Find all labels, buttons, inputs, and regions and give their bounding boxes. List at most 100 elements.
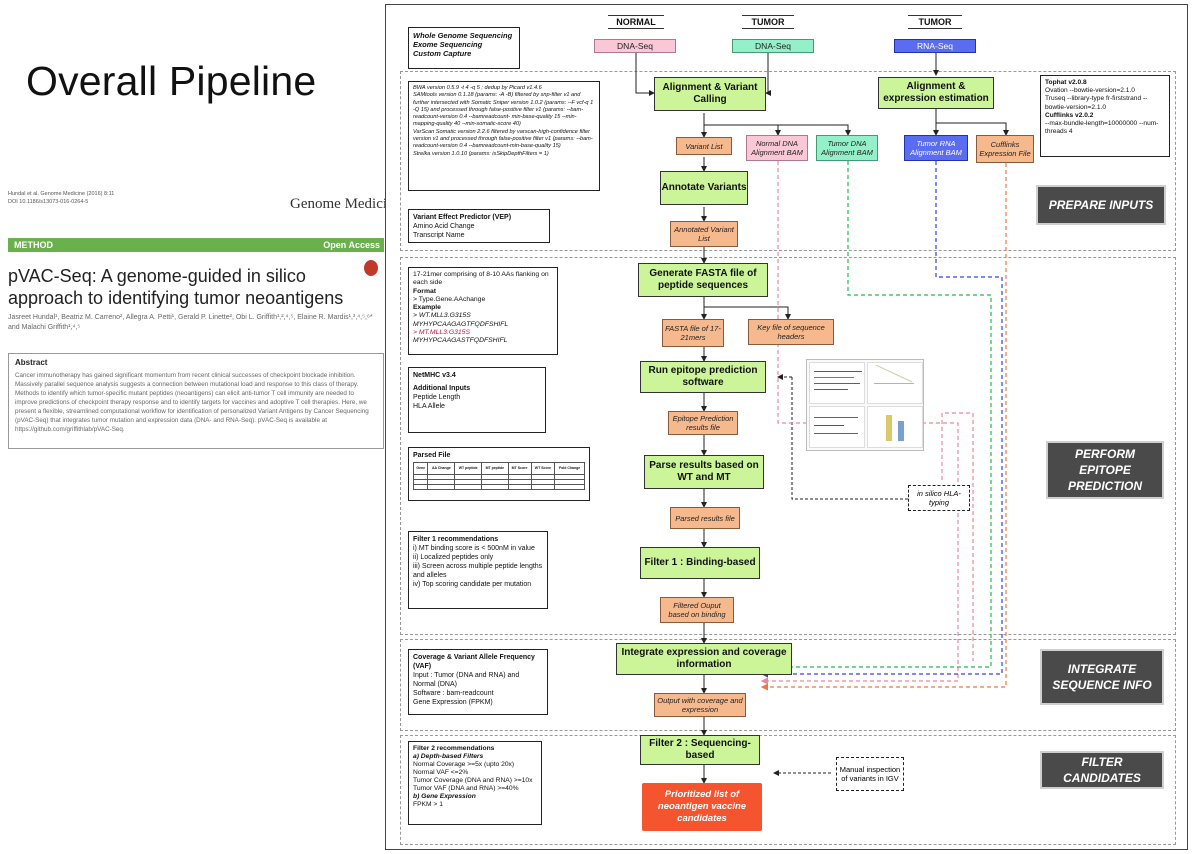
- netmhc-input: Peptide Length: [413, 394, 461, 401]
- netmhc-inputs-label: Additional Inputs: [413, 385, 471, 392]
- filter1-rule: iv) Top scoring candidate per mutation: [413, 581, 532, 588]
- peptide-format-label: Format: [413, 287, 437, 295]
- vep-note: Variant Effect Predictor (VEP) Amino Aci…: [408, 209, 550, 243]
- parsed-col-header: Fold Change: [554, 462, 585, 475]
- netmhc-input: HLA Allele: [413, 403, 445, 410]
- filter1-rule: i) MT binding score is < 500nM in value: [413, 545, 535, 552]
- normal-dna-seq: DNA-Seq: [594, 39, 676, 53]
- output-filtered: Filtered Ouput based on binding: [660, 597, 734, 623]
- filter2-rule: Normal VAF <=2%: [413, 769, 469, 776]
- header-tumor-dna: TUMOR: [742, 15, 794, 29]
- note-bwa: BWA version 0.5.9 -t 4 -q 5 ; dedup by P…: [413, 85, 542, 91]
- paper-title-line: approach to identifying tumor neoantigen…: [8, 288, 344, 308]
- integrate-section-frame: [400, 639, 1176, 731]
- step-integrate: Integrate expression and coverage inform…: [616, 643, 792, 675]
- doi-line: DOI 10.1186/s13073-016-0264-5: [8, 199, 89, 205]
- parsed-col-header: WT peptide: [454, 462, 483, 475]
- filter2-subhead: b) Gene Expression: [413, 793, 476, 800]
- output-parsed-results: Parsed results file: [670, 507, 740, 529]
- abstract-box: Abstract Cancer immunotherapy has gained…: [8, 353, 384, 449]
- crossmark-icon[interactable]: [364, 260, 378, 276]
- vaf-line: Software : bam-readcount: [413, 690, 494, 697]
- vaf-title: Coverage & Variant Allele Frequency (VAF…: [413, 654, 535, 670]
- filter2-subhead: a) Depth-based Filters: [413, 753, 484, 760]
- step-filter1: Filter 1 : Binding-based: [640, 547, 760, 579]
- paper-title: pVAC-Seq: A genome-guided in silico appr…: [8, 265, 368, 309]
- hla-typing-note: in silico HLA-typing: [908, 485, 970, 511]
- output-epitope-results: Epitope Prediction results file: [668, 411, 738, 435]
- filter2-title: Filter 2 recommendations: [413, 745, 495, 752]
- peptide-format-note: 17-21mer comprising of 8-10 AAs flanking…: [408, 267, 558, 355]
- step-parse-results: Parse results based on WT and MT: [644, 455, 764, 489]
- note-samtools: SAMtools version 0.1.18 (params: -A -B) …: [413, 92, 594, 128]
- output-key-file: Key file of sequence headers: [748, 319, 834, 345]
- perform-section-frame: [400, 257, 1176, 635]
- filter2-rule: Tumor VAF (DNA and RNA) >=40%: [413, 785, 519, 792]
- section-label-prepare: PREPARE INPUTS: [1036, 185, 1166, 225]
- source-capture: Custom Capture: [413, 49, 472, 58]
- output-tumor-bam: Tumor DNA Alignment BAM: [816, 135, 878, 161]
- filter2-rule: Normal Coverage >=5x (upto 20x): [413, 761, 515, 768]
- mt-sequence: MYHYPCAAGASTFQDFSHIFL: [413, 337, 508, 345]
- filter2-note: Filter 2 recommendations a) Depth-based …: [408, 741, 542, 825]
- parsed-col-header: MT Score: [507, 462, 532, 475]
- output-annotated-variants: Annotated Variant List: [670, 221, 738, 247]
- netmhc-title: NetMHC v3.4: [413, 372, 456, 379]
- abstract-heading: Abstract: [15, 358, 48, 367]
- output-normal-bam: Normal DNA Alignment BAM: [746, 135, 808, 161]
- method-bar: METHOD Open Access: [8, 238, 384, 252]
- output-coverage-expression: Output with coverage and expression: [654, 693, 746, 717]
- vaf-note: Coverage & Variant Allele Frequency (VAF…: [408, 649, 548, 715]
- parsed-col-header: Gene: [412, 462, 429, 475]
- abstract-text: Cancer immunotherapy has gained signific…: [15, 372, 369, 433]
- thumbnail-panel: [867, 406, 923, 448]
- rna-tools-note: Tophat v2.0.8 Ovation --bowtie-version=2…: [1040, 75, 1170, 157]
- filter-section-frame: [400, 735, 1176, 845]
- note-truseq: Truseq --library-type fr-firststrand --b…: [1045, 95, 1148, 111]
- output-rna-bam: Tumor RNA Alignment BAM: [904, 135, 968, 161]
- step-generate-fasta: Generate FASTA file of peptide sequences: [638, 263, 768, 297]
- mt-header: > MT.MLL3.G315S: [413, 329, 470, 337]
- section-label-filter: FILTER CANDIDATES: [1040, 751, 1164, 789]
- parsed-col-header: AA Change: [427, 462, 456, 475]
- slide-title: Overall Pipeline: [26, 58, 317, 104]
- peptide-format-value: > Type.Gene.AAchange: [413, 295, 486, 303]
- paper-panel: Overall Pipeline Hundal et al. Genome Me…: [0, 0, 401, 854]
- step-filter2: Filter 2 : Sequencing-based: [640, 735, 760, 765]
- pipeline-diagram: NORMAL TUMOR TUMOR Whole Genome Sequenci…: [385, 4, 1188, 850]
- epitope-results-thumbnail: [806, 359, 924, 451]
- filter1-rule: ii) Localized peptides only: [413, 554, 494, 561]
- sequencing-types-note: Whole Genome Sequencing Exome Sequencing…: [408, 27, 520, 69]
- filter1-note: Filter 1 recommendations i) MT binding s…: [408, 531, 548, 609]
- tumor-dna-seq: DNA-Seq: [732, 39, 814, 53]
- vaf-line: Input : Tumor (DNA and RNA) and Normal (…: [413, 672, 520, 688]
- variant-calling-note: BWA version 0.5.9 -t 4 -q 5 ; dedup by P…: [408, 81, 600, 191]
- vaf-line: Gene Expression (FPKM): [413, 699, 493, 706]
- netmhc-note: NetMHC v3.4 Additional Inputs Peptide Le…: [408, 367, 546, 433]
- paper-citation: Hundal et al. Genome Medicine (2016) 8:1…: [8, 190, 114, 206]
- paper-title-line: pVAC-Seq: A genome-guided in silico: [8, 266, 306, 286]
- step-alignment-expression: Alignment & expression estimation: [878, 77, 994, 109]
- note-varscan: VarScan Somatic version 2.2.6 filtered b…: [413, 128, 593, 150]
- note-ovation: Ovation --bowtie-version=2.1.0: [1045, 87, 1135, 95]
- filter1-rule: iii) Screen across multiple peptide leng…: [413, 563, 543, 579]
- filter2-rule: FPKM > 1: [413, 801, 443, 808]
- header-tumor-rna: TUMOR: [908, 15, 962, 29]
- vep-line: Transcript Name: [413, 232, 465, 239]
- tumor-rna-seq: RNA-Seq: [894, 39, 976, 53]
- wt-sequence: MYHYPCAAGAGTFQDFSHIFL: [413, 320, 509, 328]
- parsed-col-header: MT peptide: [481, 462, 509, 475]
- open-access-label: Open Access: [323, 240, 380, 250]
- prepare-section-frame: [400, 71, 1176, 251]
- parsed-file-title: Parsed File: [413, 452, 451, 459]
- parsed-file-note: Parsed File Gene AA Change WT peptide MT…: [408, 447, 590, 501]
- source-exome: Exome Sequencing: [413, 40, 483, 49]
- table-row: [412, 484, 585, 490]
- thumbnail-panel: [867, 362, 923, 404]
- thumbnail-panel: [809, 406, 865, 448]
- note-cuff-params: --max-bundle-length=10000000 --num-threa…: [1045, 120, 1159, 136]
- vep-title: Variant Effect Predictor (VEP): [413, 214, 512, 221]
- vep-line: Amino Acid Change: [413, 223, 475, 230]
- parsed-col-header: WT Score: [530, 462, 556, 475]
- connector-lines: [635, 53, 1009, 784]
